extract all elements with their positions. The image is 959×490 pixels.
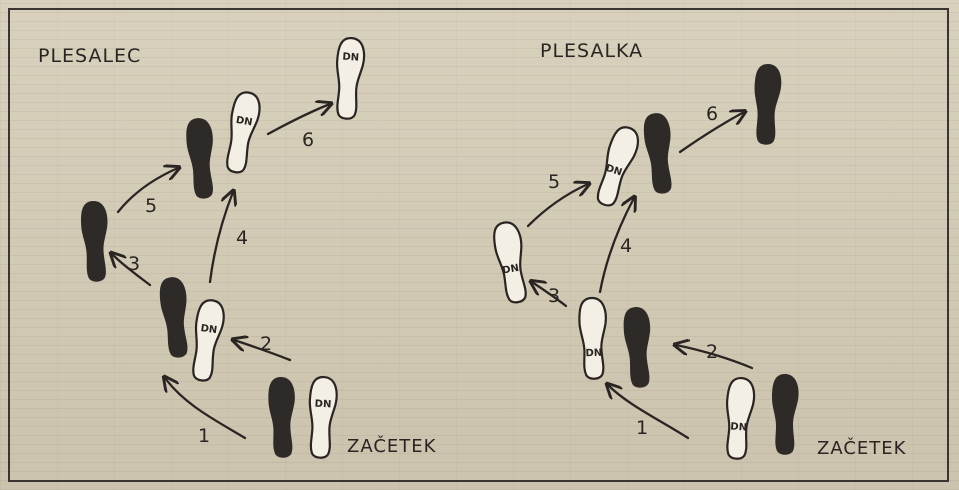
step-number-2: 2 [706, 341, 718, 363]
footprint-label: DN [314, 399, 331, 411]
footprint-step-6-filled [753, 64, 782, 146]
footprint-label: DN [342, 52, 359, 64]
step-arrow-6 [268, 104, 330, 134]
panel-title: PLESALKA [540, 40, 643, 62]
footprint-step-4-filled [642, 112, 677, 195]
footprint-start-right-filled [772, 374, 799, 455]
step-number-3: 3 [128, 253, 140, 275]
step-arrow-4 [210, 192, 233, 282]
footprint-step-5-dn: DN [592, 124, 642, 209]
footprint-label: DN [200, 323, 218, 336]
step-number-2: 2 [260, 333, 272, 355]
footprint-step-4-dn: DN [222, 90, 262, 174]
panel-plesalec: PLESALEC DN ZAČETEK 1 DN 2 [38, 37, 437, 458]
step-number-1: 1 [198, 425, 210, 447]
footprint-step-right-dn: DN [188, 299, 226, 383]
step-number-5: 5 [145, 195, 157, 217]
footprint-label: DN [730, 421, 747, 433]
panel-title: PLESALEC [38, 45, 141, 67]
step-number-5: 5 [548, 171, 560, 193]
footprint-step-left-filled [158, 276, 193, 359]
footprint-step-3-filled [80, 200, 111, 282]
footprint-step-right-filled [622, 306, 654, 388]
footprint-step-3-dn: DN [491, 220, 531, 304]
footprint-step-left-dn: DN [579, 298, 608, 380]
footprint-label: DN [585, 348, 602, 360]
footprint-start-left-dn: DN [723, 377, 755, 459]
step-number-6: 6 [706, 103, 718, 125]
start-label: ZAČETEK [347, 435, 437, 457]
step-number-4: 4 [620, 235, 632, 257]
footprint-start-right-dn: DN [307, 376, 338, 458]
footprint-step-6-dn: DN [333, 37, 365, 119]
step-number-4: 4 [236, 227, 248, 249]
panel-plesalka: PLESALKA DN ZAČETEK 1 DN 2 [491, 40, 906, 460]
footprint-step-5-filled [185, 117, 219, 200]
footprint-start-left-filled [268, 377, 297, 459]
step-number-6: 6 [302, 129, 314, 151]
start-label: ZAČETEK [817, 437, 907, 459]
step-number-3: 3 [548, 285, 560, 307]
step-number-1: 1 [636, 417, 648, 439]
